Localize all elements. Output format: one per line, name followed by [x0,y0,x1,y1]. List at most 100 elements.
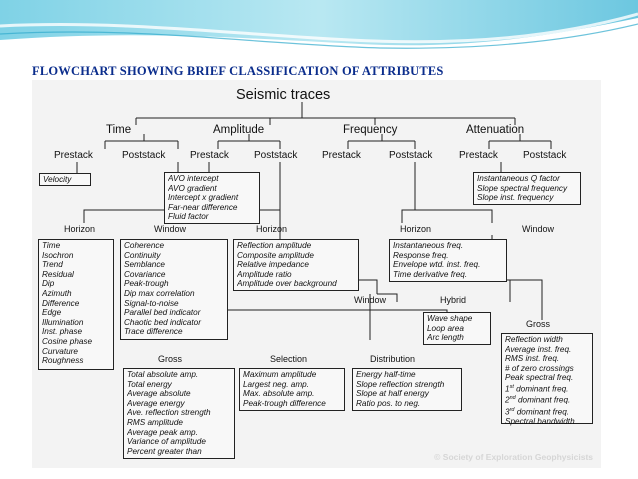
amplitude-prestack: Prestack [190,150,229,161]
attr-line: Slope at half energy [356,389,429,399]
category-frequency: Frequency [343,124,398,136]
attr-line: Peak spectral freq. [505,373,574,383]
attr-line: Velocity [43,175,72,184]
attr-line: Average absolute [127,389,191,399]
attr-line: Azimuth [42,288,72,298]
attr-line: Total energy [127,379,172,389]
frequency-gross-box: Reflection width Average inst. freq. RMS… [501,333,593,426]
attr-line: Loop area [427,323,464,333]
header-wave-band [0,0,638,49]
attr-line: Fluid factor [168,212,209,222]
attr-line: Slope inst. frequency [477,193,554,203]
amplitude-distribution-label: Distribution [370,354,416,364]
attr-line: Amplitude ratio [237,269,292,279]
attr-line: Variance of amplitude [127,437,206,447]
amplitude-gross-box: Total absolute amp. Total energy Average… [123,368,235,459]
amplitude-distribution-box: Energy half-time Slope reflection streng… [352,368,462,411]
attr-line: Signal-to-noise [124,298,179,308]
attr-line: Time derivative freq. [393,269,468,279]
attr-line: Isochron [42,250,74,260]
attr-line: Spectral bandwidth [505,416,575,426]
category-attenuation: Attenuation [466,124,525,136]
attr-line: Trend [42,260,63,270]
attr-line: Average peak amp. [127,427,198,437]
attr-line: Illumination [42,317,84,327]
attr-line: 2nd dominant freq. [505,395,571,406]
attr-line: Slope reflection strength [356,379,445,389]
attr-line: Far-near difference [168,202,238,212]
attr-line: Dip [42,279,55,289]
attr-line: Difference [42,298,80,308]
attr-line: Semblance [124,260,165,270]
amplitude-selection-label: Selection [270,354,308,364]
attr-line: Relative impedance [237,260,309,270]
attr-line: Chaotic bed indicator [124,317,201,327]
attr-line: Coherence [124,241,165,250]
attr-line: Roughness [42,356,84,366]
attr-line: AVO gradient [168,183,217,193]
attr-line: Reflection width [505,335,563,344]
attenuation-prestack: Prestack [459,150,498,161]
attr-line: Response freq. [393,250,449,260]
category-amplitude: Amplitude [213,124,265,136]
frequency-prestack: Prestack [322,150,361,161]
time-window-label: Window [154,224,187,234]
slide-title: FLOWCHART SHOWING BRIEF CLASSIFICATION O… [32,64,444,78]
time-window-box: Coherence Continuity Semblance Covarianc… [120,239,228,340]
amplitude-horizon-label: Horizon [256,224,288,234]
amplitude-window-label: Window [354,295,387,305]
attr-line: Residual [42,269,74,279]
root-node: Seismic traces [236,87,331,103]
frequency-horizon-label: Horizon [400,224,432,234]
attr-line: Instantaneous freq. [393,241,464,250]
frequency-window-label: Window [522,224,555,234]
frequency-poststack: Poststack [389,150,433,161]
attr-line: Average energy [127,398,185,408]
attr-line: Intercept x gradient [168,193,239,203]
time-prestack: Prestack [54,150,93,161]
time-horizon-box: Time Isochron Trend Residual Dip Azimuth… [38,239,114,370]
amplitude-selection-box: Maximum amplitude Largest neg. amp. Max.… [239,368,345,411]
time-poststack: Poststack [122,150,166,161]
attr-line: Covariance [124,269,166,279]
attr-line: 1st dominant freq. [505,383,569,394]
attr-line: Amplitude over background [237,279,337,289]
attr-line: Reflection amplitude [237,241,312,250]
attr-line: Maximum amplitude [243,370,317,379]
time-prestack-box: Velocity [39,173,91,186]
frequency-gross-label: Gross [526,319,551,329]
attr-line: Time [42,241,61,250]
attr-line: RMS inst. freq. [505,354,560,364]
time-horizon-label: Horizon [64,224,96,234]
attr-line: Wave shape [427,314,473,323]
attr-line: Average inst. freq. [505,344,572,354]
attr-line: Instantaneous Q factor [477,174,560,183]
attr-line: Parallel bed indicator [124,308,201,318]
attr-line: Largest neg. amp. [243,379,309,389]
attr-line: Edge [42,308,62,318]
amplitude-horizon-box: Reflection amplitude Composite amplitude… [233,239,359,291]
attr-line: RMS amplitude [127,417,183,427]
attr-line: Cosine phase [42,336,93,346]
attr-line: Envelope wtd. inst. freq. [393,260,481,270]
attr-line: Arc length [427,333,464,343]
attr-line: Percent greater than [127,446,202,456]
attr-line: Peak-trough [124,279,169,289]
attr-line: Composite amplitude [237,250,314,260]
frequency-horizon-box: Instantaneous freq. Response freq. Envel… [389,239,507,282]
attr-line: Trace difference [124,327,183,337]
attr-line: Max. absolute amp. [243,389,315,399]
amplitude-prestack-box: AVO intercept AVO gradient Intercept x g… [164,172,260,224]
attr-line: Slope spectral frequency [477,183,568,193]
attr-line: Energy half-time [356,370,416,379]
copyright-credit: © Society of Exploration Geophysicists [434,452,593,462]
attr-line: # of zero crossings [505,363,574,373]
attr-line: Curvature [42,346,78,356]
attr-line: 3rd dominant freq. [505,406,570,417]
attr-line: Ratio pos. to neg. [356,398,421,408]
attr-line: Dip max correlation [124,288,195,298]
hybrid-label: Hybrid [440,295,467,305]
attr-line: Total absolute amp. [127,370,199,379]
attenuation-poststack: Poststack [523,150,567,161]
attr-line: AVO intercept [168,174,219,183]
